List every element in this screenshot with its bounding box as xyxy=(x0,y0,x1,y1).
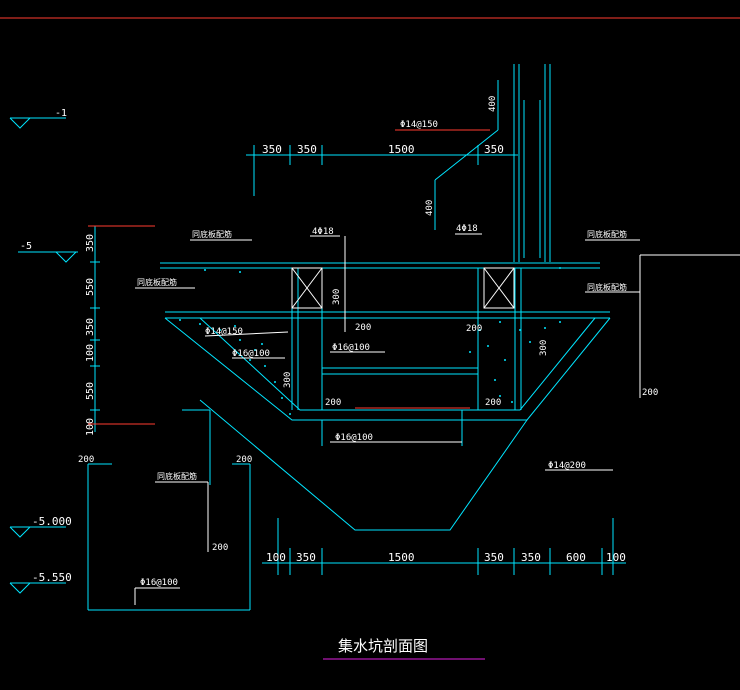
rebar-labels: Φ14@150 Φ14@150 Φ16@100 Φ16@100 Φ16@100 … xyxy=(204,120,613,471)
slab xyxy=(160,262,610,319)
svg-text:350: 350 xyxy=(484,551,504,564)
svg-text:100: 100 xyxy=(266,551,286,564)
detail-section: 200 200 同底板配筋 200 Φ16@100 xyxy=(78,409,252,611)
note-detail: 同底板配筋 xyxy=(157,471,197,481)
top-dimension-chain: 350 350 1500 350 xyxy=(246,143,518,196)
rebar-left-inner: Φ14@150 xyxy=(205,327,243,337)
top-dim-3: 1500 xyxy=(388,143,415,156)
note-left-top: 同底板配筋 xyxy=(192,229,232,239)
note-left-mid: 同底板配筋 xyxy=(137,277,177,287)
svg-text:200: 200 xyxy=(466,324,482,334)
level-marker-2: -5 xyxy=(18,241,78,263)
left-dim-2: 550 xyxy=(85,278,96,296)
svg-text:100: 100 xyxy=(606,551,626,564)
level-marker-4: -5.550 xyxy=(9,571,72,594)
concrete-hatch xyxy=(179,267,561,415)
svg-text:200: 200 xyxy=(485,398,501,408)
top-dim-2: 350 xyxy=(297,143,317,156)
left-dim-5: 550 xyxy=(85,382,96,400)
svg-text:200: 200 xyxy=(325,398,341,408)
notes: 同底板配筋 同底板配筋 同底板配筋 同底板配筋 xyxy=(135,229,640,293)
svg-text:1500: 1500 xyxy=(388,551,415,564)
rebar-corner-left: 4Φ18 xyxy=(312,227,334,237)
level-label-3: -5.000 xyxy=(32,515,72,528)
title-text: 集水坑剖面图 xyxy=(338,637,428,655)
rebar-bottom-right: Φ14@200 xyxy=(548,461,586,471)
svg-text:350: 350 xyxy=(521,551,541,564)
rebar-corner-right: 4Φ18 xyxy=(456,224,478,234)
svg-text:300: 300 xyxy=(539,340,549,356)
bottom-dimension-chain: 100 350 1500 350 350 600 100 xyxy=(262,518,626,575)
rebar-center-mid: Φ16@100 xyxy=(332,343,370,353)
left-dim-1: 350 xyxy=(85,234,96,252)
level-marker-3: -5.000 xyxy=(9,515,72,538)
top-dim-1: 350 xyxy=(262,143,282,156)
corner-box-right xyxy=(483,267,515,309)
pit-outline xyxy=(164,268,611,531)
level-marker-1: -1 xyxy=(9,108,67,129)
rebar-left-mid: Φ16@100 xyxy=(232,349,270,359)
svg-text:300: 300 xyxy=(283,372,293,388)
wall-dim-400b: 400 xyxy=(425,200,435,216)
svg-text:350: 350 xyxy=(296,551,316,564)
top-dim-4: 350 xyxy=(484,143,504,156)
small-dims: 300 300 300 200 200 200 200 200 xyxy=(283,236,740,408)
left-dim-3: 350 xyxy=(85,318,96,336)
rebar-top: Φ14@150 xyxy=(400,120,438,130)
svg-text:300: 300 xyxy=(332,289,342,305)
wall-dim-400a: 400 xyxy=(488,96,498,112)
svg-text:200: 200 xyxy=(212,543,228,553)
rebar-detail: Φ16@100 xyxy=(140,578,178,588)
note-right-top: 同底板配筋 xyxy=(587,229,627,239)
level-label-1: -1 xyxy=(55,108,67,119)
left-dim-4: 100 xyxy=(85,344,96,362)
drawing-title: 集水坑剖面图 xyxy=(323,637,485,660)
svg-text:200: 200 xyxy=(78,455,94,465)
svg-text:200: 200 xyxy=(355,323,371,333)
level-label-2: -5 xyxy=(20,241,32,252)
level-label-4: -5.550 xyxy=(32,571,72,584)
svg-text:200: 200 xyxy=(236,455,252,465)
left-dimension-chain: 350 550 350 100 550 100 xyxy=(85,225,155,436)
left-dim-6: 100 xyxy=(85,418,96,436)
wall-structure: 400 400 xyxy=(425,64,551,262)
svg-text:200: 200 xyxy=(642,388,658,398)
rebar-bottom-center: Φ16@100 xyxy=(335,433,373,443)
svg-text:600: 600 xyxy=(566,551,586,564)
corner-box-left xyxy=(291,267,323,309)
note-right-mid: 同底板配筋 xyxy=(587,282,627,292)
